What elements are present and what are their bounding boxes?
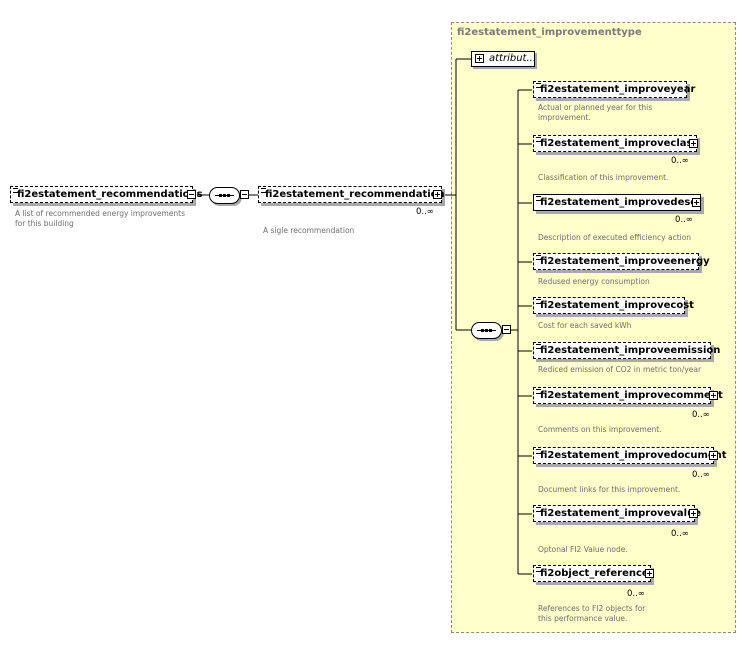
element-glyph-icon bbox=[536, 196, 541, 201]
element-glyph-icon bbox=[536, 137, 541, 142]
element-glyph-icon bbox=[536, 507, 541, 512]
element-box-improveclass[interactable]: fi2estatement_improveclass bbox=[533, 135, 699, 152]
expand-icon[interactable] bbox=[645, 569, 654, 578]
root-element-box[interactable]: fi2estatement_recommendations bbox=[10, 186, 203, 203]
element-name: fi2object_reference bbox=[540, 568, 649, 579]
element-description: Rediced emission of CO2 in metric ton/ye… bbox=[538, 365, 702, 374]
root-element-name: fi2estatement_recommendations bbox=[17, 189, 203, 200]
element-cardinality: 0..∞ bbox=[692, 470, 710, 480]
element-description: Description of executed efficiency actio… bbox=[538, 233, 692, 242]
element-box-improveemission[interactable]: fi2estatement_improveemission bbox=[533, 342, 720, 359]
element-cardinality: 0..∞ bbox=[671, 156, 689, 166]
attributes-box[interactable]: attribut... bbox=[471, 51, 537, 67]
element-glyph-icon bbox=[536, 299, 541, 304]
child-element-name: fi2estatement_recommendation bbox=[265, 189, 445, 200]
element-name: fi2estatement_improveemission bbox=[540, 345, 721, 356]
element-name: fi2estatement_improvecost bbox=[540, 300, 694, 311]
element-glyph-icon bbox=[13, 188, 18, 193]
element-cardinality: 0..∞ bbox=[671, 529, 689, 539]
expand-icon[interactable] bbox=[689, 509, 698, 518]
expand-icon[interactable] bbox=[709, 391, 718, 400]
child-cardinality: 0..∞ bbox=[416, 207, 434, 217]
element-description: Redused energy consumption bbox=[538, 277, 650, 286]
element-glyph-icon bbox=[536, 567, 541, 572]
element-name: fi2estatement_improvedescr bbox=[540, 197, 702, 208]
element-description: Cost for each saved kWh bbox=[538, 321, 632, 330]
element-box-improvedocument[interactable]: fi2estatement_improvedocument bbox=[533, 447, 727, 464]
collapse-icon[interactable] bbox=[240, 190, 249, 199]
element-glyph-icon bbox=[536, 449, 541, 454]
element-box-improvevalue[interactable]: fi2estatement_improvevalue bbox=[533, 505, 701, 522]
collapse-icon[interactable] bbox=[502, 325, 511, 334]
element-glyph-icon bbox=[536, 389, 541, 394]
root-description-line-1: A list of recommended energy improvement… bbox=[15, 209, 186, 218]
collapse-icon[interactable] bbox=[187, 190, 196, 199]
element-description: Optonal FI2 Value node. bbox=[538, 545, 628, 554]
element-box-object-reference[interactable]: fi2object_reference bbox=[533, 565, 651, 582]
element-glyph-icon bbox=[536, 344, 541, 349]
element-glyph-icon bbox=[536, 255, 541, 260]
child-description: A sigle recommendation bbox=[263, 226, 355, 235]
element-description: Document links for this improvement. bbox=[538, 485, 681, 494]
element-name: fi2estatement_improveclass bbox=[540, 138, 699, 149]
expand-icon[interactable] bbox=[433, 190, 442, 199]
expand-icon[interactable] bbox=[689, 139, 698, 148]
element-name: fi2estatement_improvecomment bbox=[540, 390, 723, 401]
element-name: fi2estatement_improveyear bbox=[540, 84, 696, 95]
element-name: fi2estatement_improvevalue bbox=[540, 508, 702, 519]
element-box-improvedescr[interactable]: fi2estatement_improvedescr bbox=[533, 194, 701, 211]
sequence-compositor-icon[interactable] bbox=[209, 187, 240, 204]
element-cardinality: 0..∞ bbox=[692, 410, 710, 420]
element-description: improvement. bbox=[538, 113, 591, 122]
element-cardinality: 0..∞ bbox=[675, 215, 693, 225]
element-glyph-icon bbox=[536, 83, 541, 88]
complex-type-title: fi2estatement_improvementtype bbox=[457, 27, 642, 38]
element-description: Actual or planned year for this bbox=[538, 103, 653, 112]
element-description: Comments on this improvement. bbox=[538, 425, 662, 434]
sequence-compositor-icon[interactable] bbox=[471, 322, 502, 339]
expand-icon[interactable] bbox=[709, 451, 718, 460]
element-box-improvecomment[interactable]: fi2estatement_improvecomment bbox=[533, 387, 723, 404]
element-box-improveyear[interactable]: fi2estatement_improveyear bbox=[533, 81, 695, 98]
element-name: fi2estatement_improveenergy bbox=[540, 256, 710, 267]
element-cardinality: 0..∞ bbox=[627, 589, 645, 599]
root-description-line-2: for this building bbox=[15, 219, 74, 228]
element-glyph-icon bbox=[261, 188, 266, 193]
expand-icon[interactable] bbox=[692, 198, 701, 207]
element-description: Classification of this improvement. bbox=[538, 173, 669, 182]
expand-attributes-icon[interactable] bbox=[475, 54, 484, 63]
element-description: References to FI2 objects for bbox=[538, 604, 646, 613]
attributes-label: attribut... bbox=[489, 53, 537, 64]
child-element-box[interactable]: fi2estatement_recommendation bbox=[258, 186, 445, 203]
element-box-improveenergy[interactable]: fi2estatement_improveenergy bbox=[533, 253, 710, 270]
element-description: this performance value. bbox=[538, 614, 628, 623]
element-name: fi2estatement_improvedocument bbox=[540, 450, 727, 461]
element-box-improvecost[interactable]: fi2estatement_improvecost bbox=[533, 297, 694, 314]
